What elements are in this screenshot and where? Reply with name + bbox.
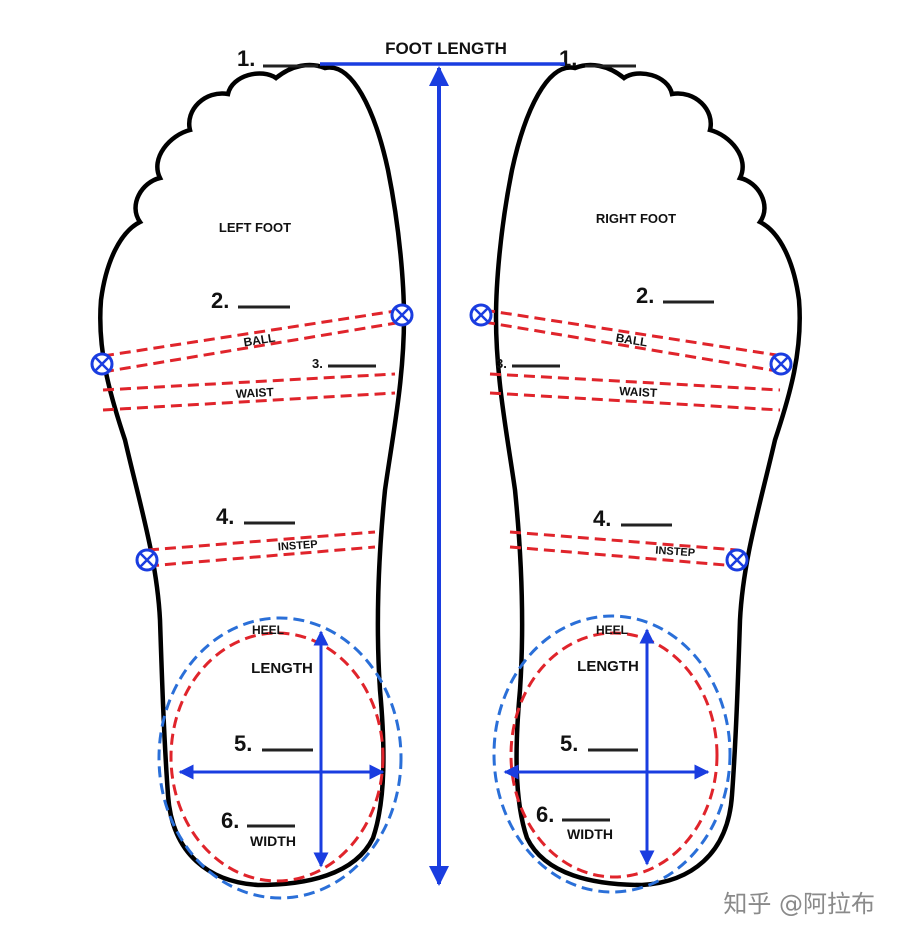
right-foot-outline (493, 62, 802, 888)
left-foot: LEFT FOOT 1. 2. 3. 4. 5. 6. BALL WAIST I… (90, 46, 414, 900)
left-waist-line-upper (102, 372, 396, 392)
right-m5-number: 5. (560, 731, 578, 756)
watermark-text: 知乎 @阿拉布 (723, 890, 875, 918)
left-m3-number: 3. (312, 356, 323, 371)
left-heel-length-label: LENGTH (251, 660, 313, 677)
right-heel-width-label: WIDTH (567, 826, 613, 842)
left-marker-ball-inner (390, 303, 414, 327)
left-waist-label: WAIST (235, 385, 274, 401)
left-heel-guide-blue (157, 616, 403, 900)
left-foot-label: LEFT FOOT (219, 220, 291, 235)
right-heel-guide-red (509, 631, 719, 879)
right-m3-number: 3. (496, 356, 507, 371)
right-m6-number: 6. (536, 802, 554, 827)
left-m1-number: 1. (237, 46, 255, 71)
left-m5-number: 5. (234, 731, 252, 756)
left-instep-line-lower (147, 545, 376, 568)
right-waist-label: WAIST (619, 384, 658, 400)
right-instep-label: INSTEP (655, 545, 695, 560)
foot-length-measure: FOOT LENGTH (320, 39, 565, 886)
left-m2-number: 2. (211, 288, 229, 313)
foot-length-title: FOOT LENGTH (385, 39, 507, 58)
right-foot-label: RIGHT FOOT (596, 211, 676, 226)
right-waist-line-lower (489, 391, 781, 412)
left-foot-outline (98, 62, 407, 888)
right-m1-number: 1. (559, 46, 577, 71)
right-marker-instep (725, 548, 749, 572)
right-instep-line-upper (509, 530, 738, 552)
right-heel-length-label: LENGTH (577, 658, 639, 675)
left-instep-label: INSTEP (278, 539, 318, 554)
left-marker-ball-outer (90, 352, 114, 376)
left-heel-label: HEEL (252, 623, 284, 637)
right-heel-guide-blue (492, 614, 732, 894)
left-ball-label: BALL (242, 331, 276, 350)
left-marker-instep (135, 548, 159, 572)
right-waist-line-upper (489, 372, 781, 392)
left-ball-line-upper (102, 308, 403, 358)
right-m2-number: 2. (636, 283, 654, 308)
right-foot: RIGHT FOOT 1. 2. 3. 4. 5. 6. BALL WAIST … (469, 46, 802, 894)
left-heel-width-label: WIDTH (250, 833, 296, 849)
right-marker-ball-inner (469, 303, 493, 327)
left-waist-line-lower (102, 391, 396, 412)
left-heel-guide-red (169, 631, 385, 883)
right-instep-line-lower (509, 545, 738, 568)
left-m6-number: 6. (221, 808, 239, 833)
right-heel-label: HEEL (596, 623, 628, 637)
left-instep-line-upper (147, 530, 376, 552)
right-m4-number: 4. (593, 506, 611, 531)
right-marker-ball-outer (769, 352, 793, 376)
right-ball-label: BALL (615, 331, 649, 350)
left-m4-number: 4. (216, 504, 234, 529)
